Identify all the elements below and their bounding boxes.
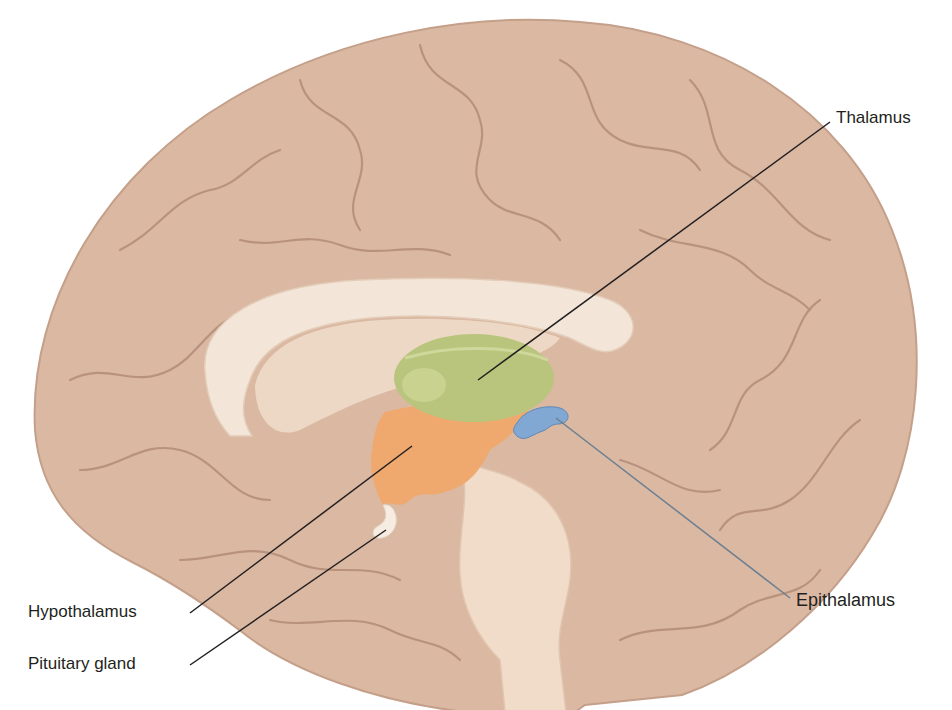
brain-outline bbox=[35, 20, 917, 710]
thalamus-stripe bbox=[405, 348, 548, 360]
part-label: Thalamus bbox=[836, 108, 911, 128]
leader-line bbox=[190, 530, 386, 665]
pituitary-gland bbox=[373, 505, 396, 538]
part-label: Pituitary gland bbox=[28, 654, 136, 674]
leader-lines bbox=[190, 122, 830, 665]
thalamus-region bbox=[394, 334, 554, 422]
part-label: Epithalamus bbox=[796, 590, 895, 612]
leader-line bbox=[478, 122, 830, 380]
brainstem bbox=[460, 460, 571, 710]
epithalamus-region bbox=[514, 407, 568, 439]
part-label: Hypothalamus bbox=[28, 602, 137, 622]
leader-line bbox=[556, 418, 790, 598]
thalamus-nucleus bbox=[402, 368, 446, 402]
